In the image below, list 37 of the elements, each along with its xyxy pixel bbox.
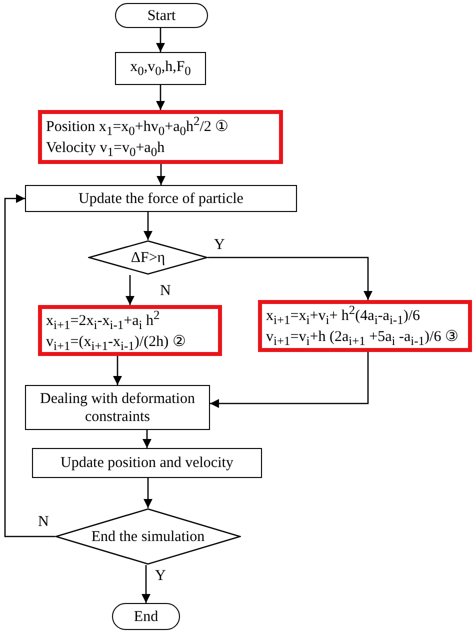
decision-diamond	[55, 508, 241, 565]
process-box	[25, 385, 210, 430]
arrow	[208, 256, 372, 300]
node-text: Dealing with deformation constraints	[39, 390, 196, 426]
formula-text: x$_{i+1}$=2x$_{i}$-x$_{i-1}$+a$_{i}$ h$^{2}$	[46, 308, 160, 332]
arrow	[4, 194, 55, 538]
terminal-box	[115, 3, 208, 28]
formula-box	[258, 300, 472, 352]
formula-text: Velocity v$_{1}$=v$_{0}$+a$_{0}$h	[46, 139, 165, 160]
arrow	[144, 478, 152, 508]
arrow	[144, 212, 152, 240]
process-box	[115, 52, 206, 85]
arrow	[156, 85, 165, 110]
process-box	[25, 185, 297, 212]
terminal-box	[112, 603, 180, 630]
arrow	[126, 275, 134, 305]
node-text: ΔF>η	[130, 248, 166, 266]
node-text: Update the force of particle	[78, 190, 244, 208]
process-box	[32, 448, 262, 478]
node-text: End	[134, 608, 158, 626]
node-text: Start	[147, 6, 176, 24]
arrow	[113, 356, 122, 385]
formula-box	[38, 305, 222, 356]
formula-text: v$_{i+1}$=(x$_{i+1}$-x$_{i-1}$)/(2h) ②	[46, 332, 186, 354]
formula-box	[38, 110, 283, 164]
formula-text: x$_{i+1}$=x$_{i}$+v$_{i}$+ h$^{2}$(4a$_{i}$-a$_{i-1}$)/6	[266, 303, 420, 328]
decision-diamond	[88, 240, 208, 275]
formula-text: v$_{i+1}$=v$_{i}$+h (2a$_{i+1}$ +5a$_{i}$ -a$_{i-1}$)/6 ③	[266, 328, 458, 349]
arrow	[156, 28, 165, 52]
node-text: x$_{0}$,v$_{0}$,h,F$_{0}$	[130, 58, 191, 79]
node-text: End the simulation	[91, 528, 205, 546]
node-text: Update position and velocity	[60, 454, 234, 472]
arrow	[142, 565, 150, 603]
arrow	[210, 352, 369, 408]
arrow	[142, 430, 152, 448]
arrow	[156, 164, 166, 185]
formula-text: Position x$_{1}$=x$_{0}$+hv$_{0}$+a$_{0}$h$^{2}$/2 ①	[46, 114, 228, 139]
